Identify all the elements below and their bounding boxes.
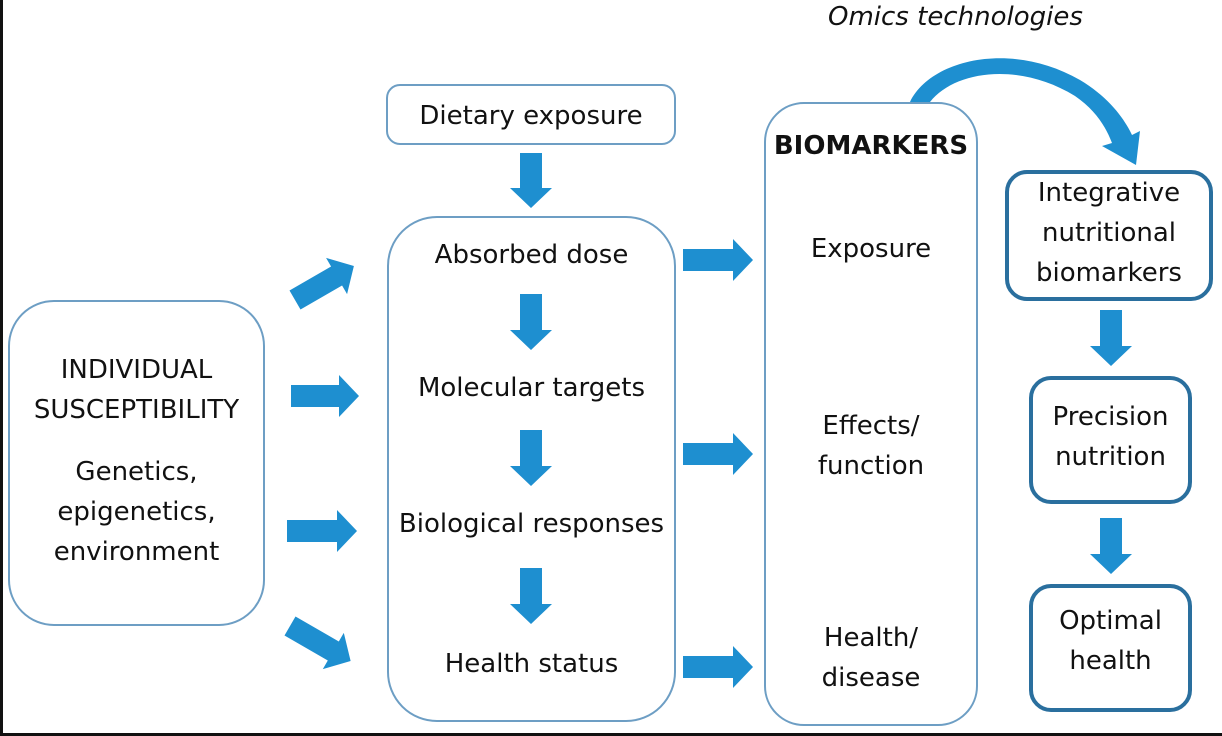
susceptibility-label: SUSCEPTIBILITY bbox=[33, 395, 240, 425]
integrative-label: Integrative bbox=[1037, 178, 1181, 208]
arrow-precision-to-optimal bbox=[1090, 518, 1132, 574]
dietary-exposure-box bbox=[386, 84, 676, 145]
omics-technologies-label: Omics technologies bbox=[828, 2, 1083, 32]
biomarkers-title: BIOMARKERS bbox=[773, 131, 969, 161]
step-absorbed-dose: Absorbed dose bbox=[434, 240, 629, 270]
biomarkers-label: biomarkers bbox=[1036, 258, 1182, 288]
arrow-biological-to-health bbox=[510, 568, 552, 624]
health-label: health bbox=[1069, 646, 1152, 676]
nutritional-label: nutritional bbox=[1041, 218, 1177, 248]
arrow-absorbed-to-exposure bbox=[683, 239, 753, 281]
arrow-molecular-to-biological bbox=[510, 430, 552, 486]
biomarkers-box bbox=[764, 102, 978, 726]
nutrition-label: nutrition bbox=[1055, 442, 1166, 472]
dietary-exposure-label: Dietary exposure bbox=[419, 101, 643, 131]
biomarker-exposure: Exposure bbox=[810, 234, 932, 264]
arrow-responses-to-effects bbox=[683, 433, 753, 475]
precision-nutrition-box bbox=[1029, 376, 1192, 504]
biomarker-effects: Effects/ bbox=[822, 411, 920, 441]
arrow-susceptibility-lower bbox=[284, 616, 351, 670]
biomarker-disease: disease bbox=[821, 663, 921, 693]
step-molecular-targets: Molecular targets bbox=[417, 373, 646, 403]
step-health-status: Health status bbox=[444, 649, 619, 679]
arrow-susceptibility-mid-upper bbox=[291, 375, 359, 417]
arrow-health-to-disease bbox=[683, 646, 753, 688]
arrow-absorbed-to-molecular bbox=[510, 294, 552, 350]
individual-susceptibility-box bbox=[8, 300, 265, 626]
genetics-label: Genetics, bbox=[75, 457, 198, 487]
precision-label: Precision bbox=[1052, 402, 1169, 432]
biomarker-function: function bbox=[817, 451, 925, 481]
environment-label: environment bbox=[53, 537, 220, 567]
optimal-health-box bbox=[1029, 584, 1192, 712]
arrow-susceptibility-mid-lower bbox=[287, 510, 357, 552]
arrow-susceptibility-upper bbox=[289, 257, 354, 310]
optimal-label: Optimal bbox=[1059, 606, 1162, 636]
integrative-biomarkers-box bbox=[1005, 170, 1213, 301]
arrow-integrative-to-precision bbox=[1090, 310, 1132, 366]
individual-label: INDIVIDUAL bbox=[60, 355, 213, 385]
epigenetics-label: epigenetics, bbox=[57, 497, 216, 527]
biomarker-health: Health/ bbox=[823, 623, 919, 653]
curved-omics-arrow bbox=[910, 58, 1140, 165]
step-biological-responses: Biological responses bbox=[398, 509, 665, 539]
arrow-dietary-to-absorbed bbox=[510, 153, 552, 208]
